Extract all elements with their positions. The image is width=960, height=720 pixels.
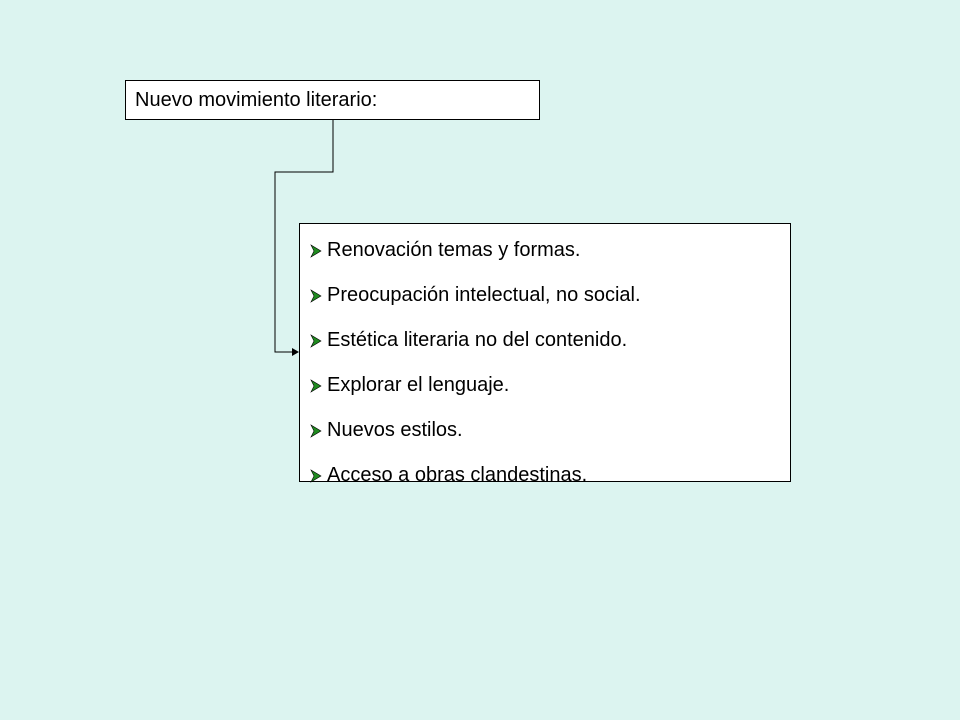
list-item: Estética literaria no del contenido. — [310, 322, 790, 359]
list-item: Acceso a obras clandestinas. — [310, 457, 790, 494]
list-item-text: Explorar el lenguaje. — [327, 374, 510, 396]
list-item-text: Estética literaria no del contenido. — [327, 329, 628, 351]
feature-list: Renovación temas y formas. Preocupación … — [300, 224, 790, 494]
diagram-title: Nuevo movimiento literario: — [135, 89, 378, 111]
arrowhead-icon — [292, 348, 299, 356]
list-item-text: Nuevos estilos. — [327, 419, 463, 441]
list-item: Renovación temas y formas. — [310, 232, 790, 269]
features-box: Renovación temas y formas. Preocupación … — [299, 223, 791, 486]
connector-line — [274, 120, 334, 353]
list-item-text: Acceso a obras clandestinas. — [327, 464, 588, 486]
arrowhead-bullet-icon — [310, 468, 322, 483]
arrowhead-bullet-icon — [310, 243, 322, 258]
list-item-text: Renovación temas y formas. — [327, 239, 581, 261]
list-item: Preocupación intelectual, no social. — [310, 277, 790, 314]
title-box: Nuevo movimiento literario: — [125, 80, 540, 120]
arrowhead-bullet-icon — [310, 423, 322, 438]
arrowhead-bullet-icon — [310, 378, 322, 393]
list-item: Explorar el lenguaje. — [310, 367, 790, 404]
list-item-text: Preocupación intelectual, no social. — [327, 284, 641, 306]
list-item: Nuevos estilos. — [310, 412, 790, 449]
arrowhead-bullet-icon — [310, 333, 322, 348]
arrowhead-bullet-icon — [310, 288, 322, 303]
